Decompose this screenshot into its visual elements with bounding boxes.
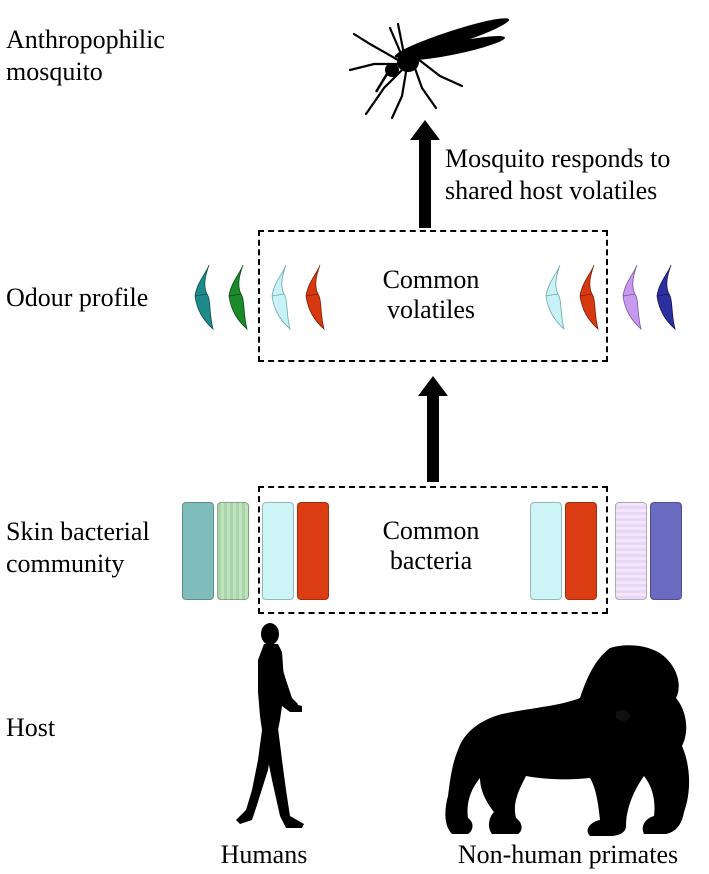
common-bacteria-line1: Common (382, 516, 480, 545)
bacteria-cyan-bar-2 (530, 502, 562, 600)
volatile-teal-icon (194, 264, 214, 330)
bacteria-red-bar (297, 502, 329, 600)
common-bacteria-label: Common bacteria (356, 516, 506, 576)
arrow-caption-line2: shared host volatiles (445, 176, 658, 205)
label-skin-bacterial: Skin bacterial community (6, 516, 150, 580)
arrow-top-caption: Mosquito responds to shared host volatil… (445, 143, 670, 207)
bacteria-red-bar-2 (565, 502, 597, 600)
arrow-caption-line1: Mosquito responds to (445, 144, 671, 173)
bacteria-cyan-bar (262, 502, 294, 600)
human-walking-icon (236, 623, 304, 828)
volatile-red-icon-2 (579, 264, 599, 330)
label-mosquito-line1: Anthropophilic (6, 25, 165, 54)
volatile-red-icon (305, 264, 325, 330)
mosquito-icon (348, 18, 510, 120)
volatile-green-icon (228, 264, 248, 330)
label-skin-line2: community (6, 549, 125, 578)
arrow-up-middle (418, 376, 448, 482)
volatile-lavender-icon (622, 264, 642, 330)
volatile-cyan-icon-2 (545, 264, 565, 330)
common-bacteria-line2: bacteria (389, 546, 473, 575)
common-bacteria-box (258, 486, 608, 614)
common-volatiles-line1: Common (382, 265, 480, 294)
volatile-cyan-icon (271, 264, 291, 330)
bacteria-green-bar (217, 502, 249, 600)
bacteria-lavender-bar (615, 502, 647, 600)
bacteria-teal-bar (182, 502, 214, 600)
common-volatiles-box (258, 230, 608, 362)
label-odour-profile: Odour profile (6, 283, 149, 312)
gorilla-icon (445, 645, 690, 836)
common-volatiles-label: Common volatiles (356, 265, 506, 325)
bacteria-blue-bar (650, 502, 682, 600)
arrow-up-top (410, 120, 440, 228)
label-host: Host (6, 713, 56, 742)
label-mosquito-line2: mosquito (6, 57, 103, 86)
caption-non-human-primates: Non-human primates (457, 840, 679, 869)
caption-humans: Humans (220, 840, 308, 869)
volatile-navy-icon (656, 264, 676, 330)
common-volatiles-line2: volatiles (386, 295, 476, 324)
label-skin-line1: Skin bacterial (6, 517, 150, 546)
label-mosquito: Anthropophilic mosquito (6, 24, 165, 88)
